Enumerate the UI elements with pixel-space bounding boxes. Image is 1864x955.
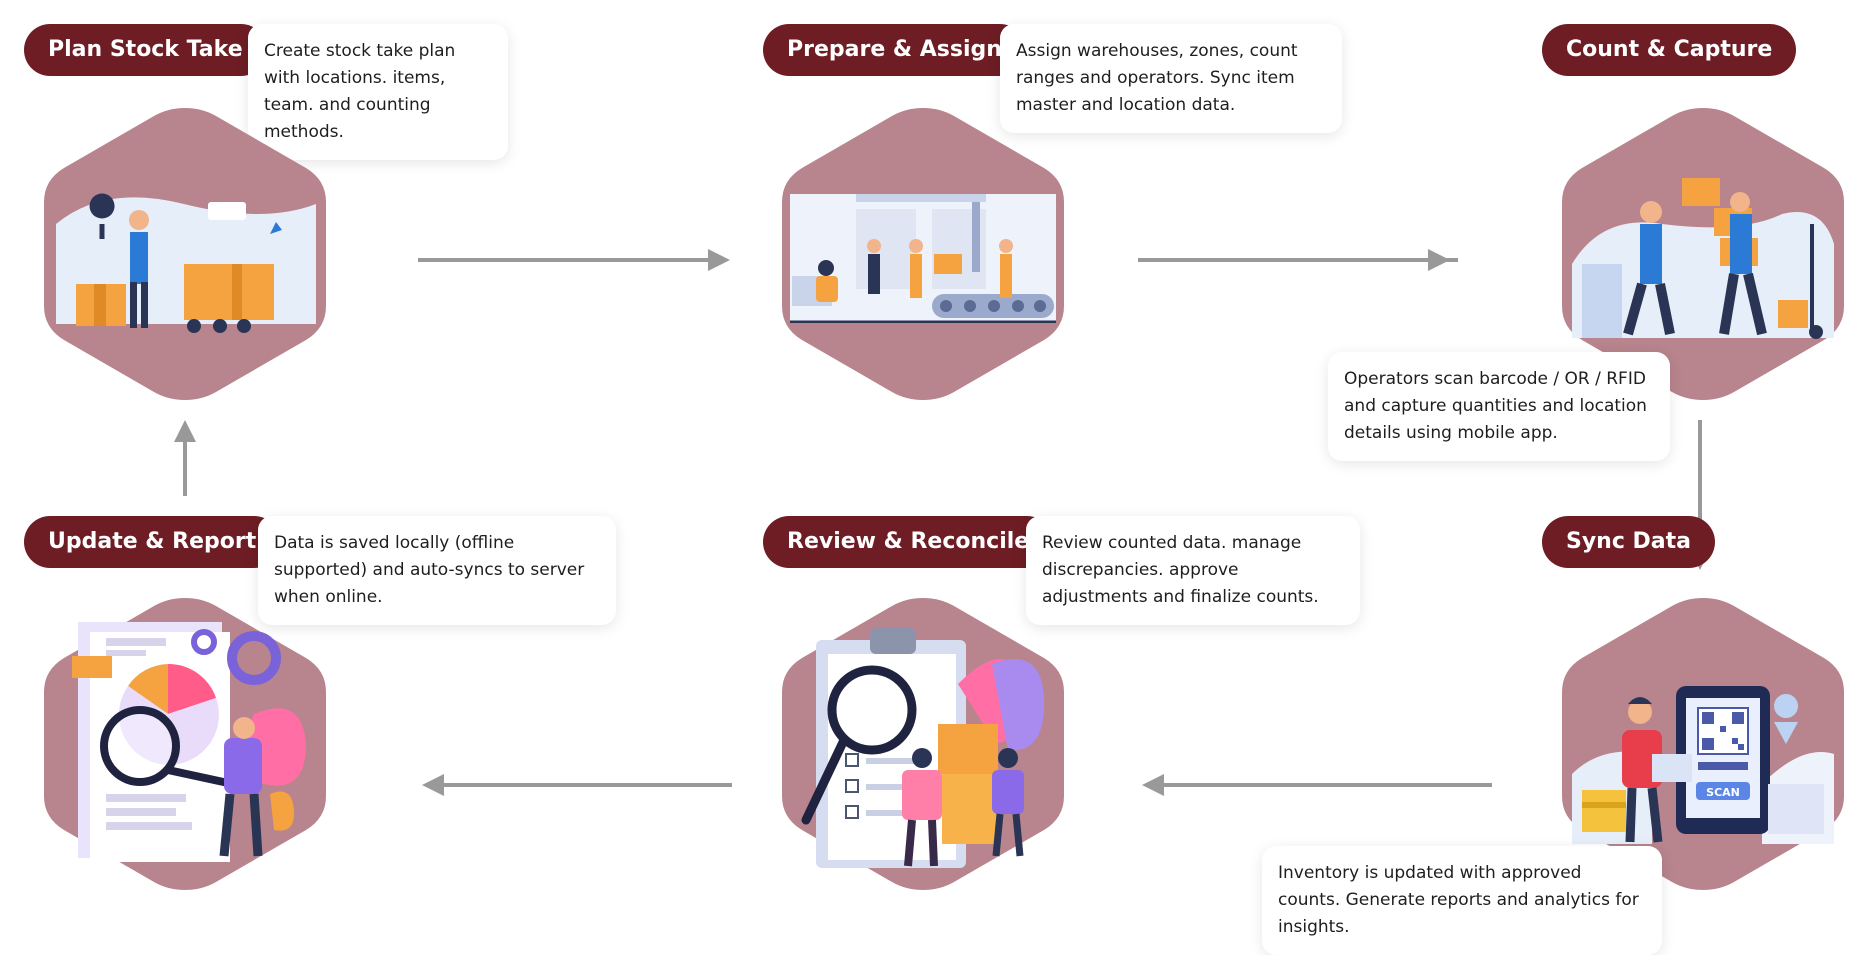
factory-conveyor-icon [782,108,1064,400]
step-title-count: Count & Capture [1542,24,1797,76]
step-title-prepare: Prepare & Assign [763,24,1026,76]
qr-scan-icon: SCAN [1562,598,1844,890]
step-title-update: Update & Report [24,516,281,568]
step-title-sync: Sync Data [1542,516,1716,568]
report-analytics-icon [44,598,326,890]
clipboard-magnifier-icon [782,598,1064,890]
step-description-update: Data is saved locally (offline supported… [258,516,616,625]
workers-boxes-icon [1562,108,1844,400]
step-description-plan: Create stock take plan with locations. i… [248,24,508,160]
step-description-count: Operators scan barcode / OR / RFID and c… [1328,352,1670,461]
arrow-sync-to-review [1142,774,1492,796]
planning-icon [44,108,326,400]
step-title-review: Review & Reconcile [763,516,1054,568]
arrow-update-to-plan [174,420,196,496]
arrow-plan-to-prepare [418,249,730,271]
arrow-review-to-update [422,774,732,796]
step-title-plan: Plan Stock Take [24,24,267,76]
step-description-sync: Inventory is updated with approved count… [1262,846,1662,955]
scan-label: SCAN [1706,786,1740,799]
arrow-prepare-to-count [1138,249,1458,271]
step-description-prepare: Assign warehouses, zones, count ranges a… [1000,24,1342,133]
step-description-review: Review counted data. manage discrepancie… [1026,516,1360,625]
